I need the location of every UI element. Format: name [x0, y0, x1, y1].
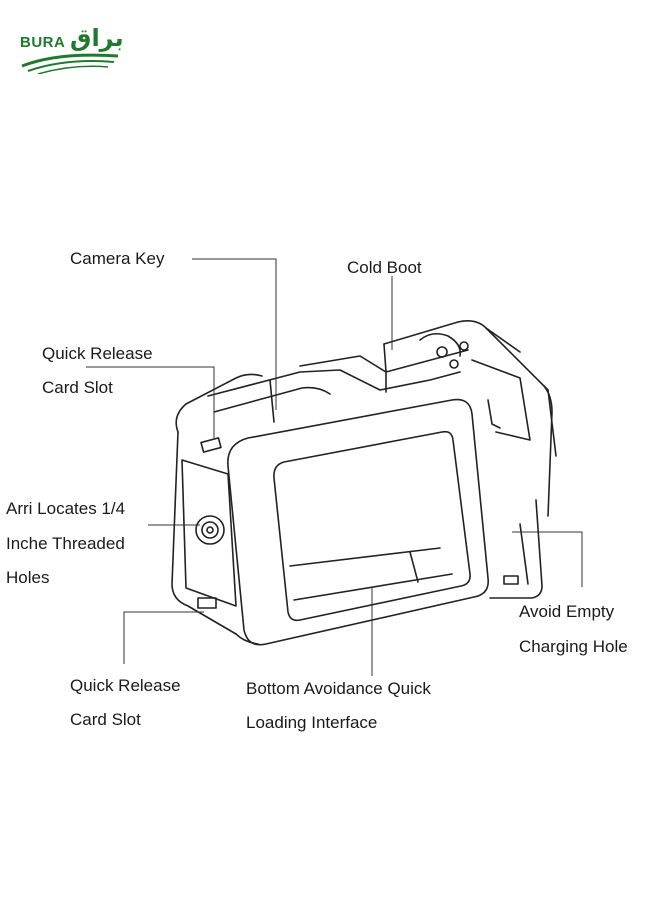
label-avoid-line2: Charging Hole: [519, 637, 628, 656]
label-quick-release-top-line1: Quick Release: [42, 344, 153, 363]
label-quick-release-bottom-line1: Quick Release: [70, 676, 181, 695]
logo-swoosh-icon: [21, 53, 119, 74]
label-avoid-line1: Avoid Empty: [519, 602, 615, 621]
label-arri-line3: Holes: [6, 568, 50, 587]
label-camera-key: Camera Key: [70, 249, 165, 268]
label-bottom-line2: Loading Interface: [246, 713, 378, 732]
label-bottom-line1: Bottom Avoidance Quick: [246, 679, 431, 698]
label-quick-release-bottom-line2: Card Slot: [70, 710, 141, 729]
brand-logo: BURA براق: [18, 24, 128, 74]
brand-name-arabic: براق: [70, 24, 124, 52]
label-quick-release-top-line2: Card Slot: [42, 378, 113, 397]
label-cold-boot: Cold Boot: [347, 258, 422, 277]
label-arri-line1: Arri Locates 1/4: [6, 499, 126, 518]
brand-name-latin: BURA: [20, 34, 66, 51]
label-arri-line2: Inche Threaded: [6, 534, 125, 553]
